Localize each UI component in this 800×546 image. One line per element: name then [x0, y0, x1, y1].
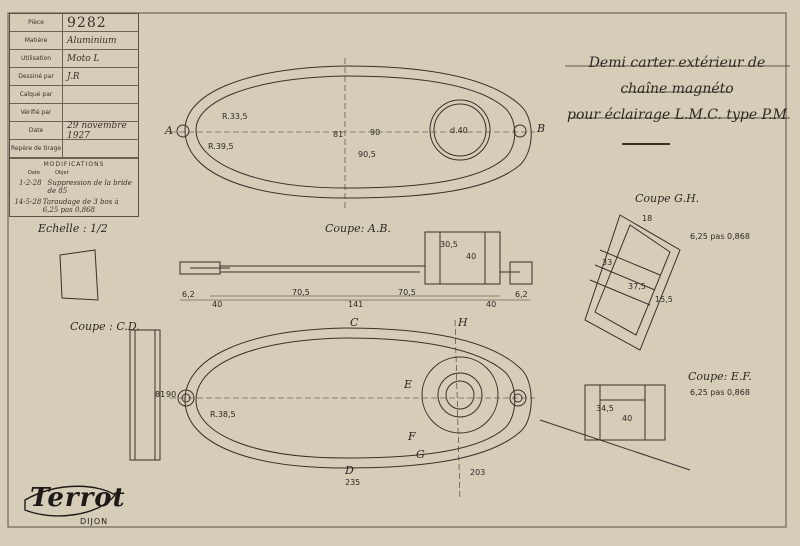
- tb-label: Dessiné par: [10, 68, 63, 85]
- dim-ab-705b: 70,5: [398, 288, 416, 297]
- point-e: E: [404, 378, 413, 391]
- brand-logo: Terrot: [30, 483, 126, 513]
- tb-value: 29 novembre 1927: [67, 120, 127, 141]
- dim-gh-18: 18: [642, 214, 653, 223]
- modifications-header: Date Objet: [13, 170, 135, 176]
- tb-row-date: Date 29 novembre 1927: [10, 120, 138, 141]
- dim-ab-141: 141: [348, 300, 364, 309]
- point-c: C: [350, 316, 359, 329]
- tb-label: Date: [10, 122, 63, 139]
- logo-swash: [24, 485, 117, 517]
- point-f: F: [408, 430, 416, 443]
- mod-date: 14-5-28: [14, 198, 42, 206]
- mod-col-object: Objet: [55, 170, 69, 176]
- dim-gh-375: 37,5: [628, 282, 646, 291]
- dim-plan-235: 235: [345, 478, 361, 487]
- brand-city: DIJON: [80, 517, 109, 526]
- title-line-3: pour éclairage L.M.C. type P.M: [567, 107, 787, 123]
- scale-label: Echelle : 1/2: [38, 222, 108, 235]
- tb-value: [63, 86, 138, 103]
- tb-row-verifie: Vérifié par: [10, 104, 138, 122]
- tb-label: Repère de tirage: [10, 140, 63, 157]
- dim-plan-203: 203: [470, 468, 486, 477]
- tb-label: Utilisation: [10, 50, 63, 67]
- tb-label: Matière: [10, 32, 63, 49]
- section-ab: [179, 231, 533, 301]
- dim-ab-40b: 40: [486, 300, 497, 309]
- modifications-title: MODIFICATIONS: [43, 161, 105, 168]
- tb-row-calque: Calqué par: [10, 86, 138, 104]
- dim-gh-33: 33: [602, 258, 613, 267]
- tb-row-repere: Repère de tirage: [10, 140, 138, 158]
- tb-value: [63, 140, 138, 157]
- top-view: [170, 58, 535, 208]
- tb-row-dessine: Dessiné par J.R: [10, 68, 138, 86]
- point-a: A: [165, 124, 173, 137]
- dim-ab-705a: 70,5: [292, 288, 310, 297]
- dim-ab-305: 30,5: [440, 240, 458, 249]
- dim-top-h81: 81: [333, 130, 344, 139]
- tb-label: Vérifié par: [10, 104, 63, 121]
- dim-top-bore: d.40: [450, 126, 468, 135]
- mod-object: Taraudage de 3 bos à 6,25 pas 0,868: [42, 198, 119, 214]
- tb-value: 9282: [67, 14, 107, 31]
- section-label-gh: Coupe G.H.: [635, 192, 700, 205]
- tb-row-piece: Pièce 9282: [10, 14, 138, 32]
- section-gh: [584, 214, 681, 351]
- dim-top-h905: 90,5: [358, 150, 376, 159]
- dim-cd-81: 81: [155, 390, 166, 399]
- tb-value: [63, 104, 138, 121]
- modifications-table: MODIFICATIONS Date Objet 1-2-28 Suppress…: [10, 158, 138, 216]
- tb-label: Calqué par: [10, 86, 63, 103]
- section-label-cd: Coupe : C.D.: [70, 320, 140, 333]
- dim-gh-155: 15,5: [655, 295, 673, 304]
- dim-cd-90: 90: [166, 390, 177, 399]
- tb-row-matiere: Matière Aluminium: [10, 32, 138, 50]
- modification-entry: 14-5-28 Taraudage de 3 bos à 6,25 pas 0,…: [13, 198, 135, 214]
- point-g: G: [416, 448, 425, 461]
- dim-ab-40a: 40: [212, 300, 223, 309]
- section-label-ef: Coupe: E.F.: [688, 370, 752, 383]
- drawing-title: Demi carter extérieur de chaîne magnéto …: [562, 50, 792, 128]
- tb-value: Moto L: [67, 53, 100, 64]
- point-d: D: [345, 464, 354, 477]
- sheet-border: [7, 12, 787, 528]
- dim-ef-345: 34,5: [596, 404, 614, 413]
- dim-gh-thread: 6,25 pas 0,868: [690, 232, 750, 241]
- dim-plan-r385: R.38,5: [210, 410, 236, 419]
- tb-row-utilisation: Utilisation Moto L: [10, 50, 138, 68]
- dim-top-h90: 90: [370, 128, 381, 137]
- dim-top-r2: R.39,5: [208, 142, 234, 151]
- plan-view: [170, 319, 535, 501]
- section-ef: [539, 384, 691, 471]
- point-b: B: [537, 122, 546, 135]
- dim-top-r1: R.33,5: [222, 112, 248, 121]
- title-line-2: chaîne magnéto: [620, 81, 734, 97]
- mod-col-date: Date: [28, 170, 40, 176]
- section-label-ab: Coupe: A.B.: [325, 222, 391, 235]
- dim-ab-62a: 6,2: [182, 290, 195, 299]
- dim-ef-thread: 6,25 pas 0,868: [690, 388, 750, 397]
- point-h: H: [458, 316, 468, 329]
- mod-date: 1-2-28: [19, 179, 42, 187]
- section-cd: [129, 329, 161, 461]
- modification-entry: 1-2-28 Suppression de la bride de 85: [13, 179, 135, 195]
- dim-ef-40: 40: [622, 414, 633, 423]
- mod-object: Suppression de la bride de 85: [47, 179, 132, 195]
- tb-label: Pièce: [10, 14, 63, 31]
- tb-value: Aluminium: [67, 35, 117, 46]
- tb-value: J.R: [67, 71, 80, 82]
- title-line-1: Demi carter extérieur de: [588, 55, 766, 71]
- title-block: Pièce 9282 Matière Aluminium Utilisation…: [9, 13, 139, 217]
- dim-ab-62b: 6,2: [515, 290, 528, 299]
- scale-detail: [59, 249, 99, 301]
- dim-ab-40v: 40: [466, 252, 477, 261]
